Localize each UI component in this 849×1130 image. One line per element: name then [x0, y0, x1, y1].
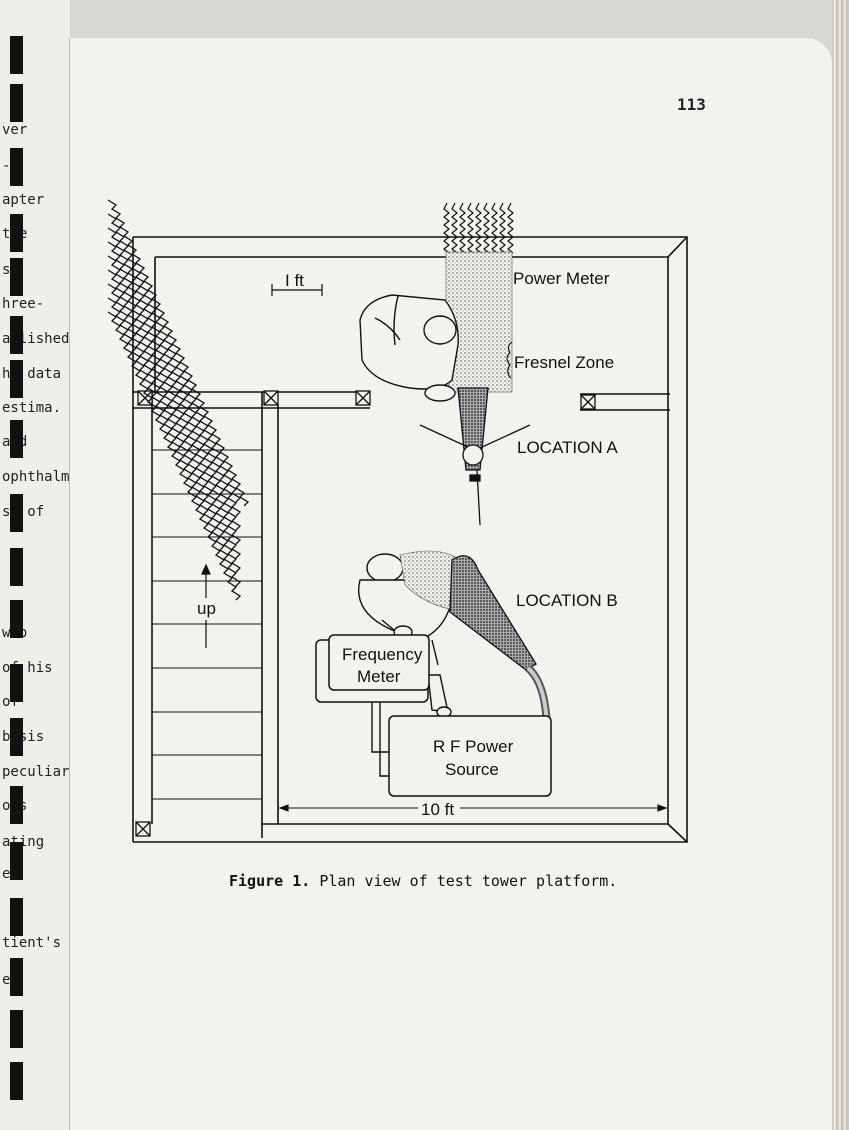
cables — [371, 702, 392, 777]
beam-scatter-region — [445, 251, 513, 393]
binder-hole-mark — [10, 600, 23, 638]
binder-hole-mark — [10, 958, 23, 996]
figure-caption-text: Plan view of test tower platform. — [319, 872, 618, 890]
binder-hole-mark — [10, 258, 23, 296]
margin-fragment: e — [2, 866, 11, 882]
post-marker — [355, 390, 371, 406]
margin-fragment: tient's — [2, 935, 62, 951]
frequency-meter-label: Meter — [357, 667, 401, 686]
post-marker — [263, 390, 279, 406]
margin-fragment: ver — [2, 122, 28, 138]
rf-power-source — [388, 715, 552, 797]
binder-hole-mark — [10, 420, 23, 458]
binder-hole-mark — [10, 36, 23, 74]
ten-foot-dimension — [278, 804, 668, 812]
rf-power-label: Source — [445, 760, 499, 779]
binder-hole-mark — [10, 214, 23, 252]
post-marker — [580, 394, 596, 410]
horn-antenna-a — [419, 387, 531, 526]
location-a-label: LOCATION A — [517, 438, 618, 457]
binder-hole-mark — [10, 548, 23, 586]
binder-hole-mark — [10, 84, 23, 122]
fresnel-zone-label: Fresnel Zone — [514, 353, 614, 372]
figure-caption: Figure 1. Plan view of test tower platfo… — [229, 872, 617, 890]
location-b-label: LOCATION B — [516, 591, 618, 610]
platform-outer-edge — [133, 236, 688, 843]
binder-hole-mark — [10, 718, 23, 756]
margin-fragment: peculiar — [2, 764, 70, 780]
binder-hole-mark — [10, 1062, 23, 1100]
fresnel-brace — [506, 341, 513, 379]
rf-power-label: R F Power — [433, 737, 514, 756]
stairs-up-label: up — [197, 599, 216, 618]
frequency-meter — [315, 634, 430, 703]
scale-one-foot-label: I ft — [285, 271, 304, 290]
margin-fragment: estima. — [2, 400, 62, 416]
shoe — [424, 384, 456, 402]
page-number: 113 — [677, 95, 706, 114]
margin-fragment: apter — [2, 192, 45, 208]
margin-fragment: ophthalm — [2, 469, 70, 485]
vertical-radiation-beams — [443, 202, 514, 254]
binder-hole-mark — [10, 494, 23, 532]
margin-fragment: s — [2, 262, 11, 278]
frequency-meter-label: Frequency — [342, 645, 423, 664]
binder-hole-mark — [10, 898, 23, 936]
support-posts — [135, 390, 596, 837]
diagonal-radiation-beams — [107, 199, 250, 601]
post-marker — [135, 821, 151, 837]
previous-page-margin: ver -e apter the s hree- ablished he dat… — [0, 0, 70, 1130]
binder-hole-mark — [10, 786, 23, 824]
margin-fragment: hree- — [2, 296, 45, 312]
binder-hole-mark — [10, 148, 23, 186]
person-top-figure — [359, 294, 459, 402]
figure-caption-label: Figure 1. — [229, 872, 311, 890]
ten-foot-label: 10 ft — [421, 800, 454, 819]
power-meter-label: Power Meter — [513, 269, 610, 288]
binder-hole-mark — [10, 842, 23, 880]
binder-hole-mark — [10, 360, 23, 398]
stair-treads — [152, 449, 262, 800]
platform-inner-edge — [155, 256, 669, 825]
one-foot-scale — [271, 284, 323, 296]
binder-hole-mark — [10, 664, 23, 702]
stairs-up-arrow — [201, 563, 211, 648]
binder-hole-mark — [10, 1010, 23, 1048]
page-edge — [832, 0, 849, 1130]
binder-hole-mark — [10, 316, 23, 354]
